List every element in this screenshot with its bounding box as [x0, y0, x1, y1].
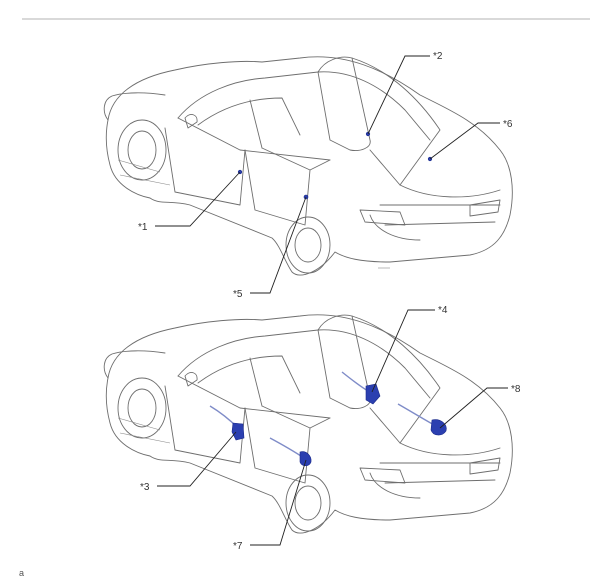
part-3-marker	[231, 422, 245, 441]
top-leaders	[155, 55, 500, 294]
callout-3: *3	[140, 482, 150, 493]
callout-1: *1	[138, 222, 148, 233]
callout-5: *5	[233, 289, 243, 300]
bottom-car-illustration	[103, 314, 513, 534]
part-8-marker	[430, 419, 447, 436]
part-8-wire	[397, 403, 437, 427]
callout-2: *2	[433, 51, 443, 62]
callout-6: *6	[503, 119, 513, 130]
callout-4: *4	[438, 305, 448, 316]
bottom-car-parts	[209, 371, 447, 467]
top-car-illustration	[103, 56, 513, 276]
part-7-wire	[269, 437, 305, 459]
callout-8: *8	[511, 384, 521, 395]
part-4-marker	[365, 383, 381, 405]
figure-marker: a	[19, 568, 24, 578]
callout-7: *7	[233, 541, 243, 552]
bottom-leaders	[157, 309, 508, 546]
part-7-marker	[299, 451, 312, 467]
